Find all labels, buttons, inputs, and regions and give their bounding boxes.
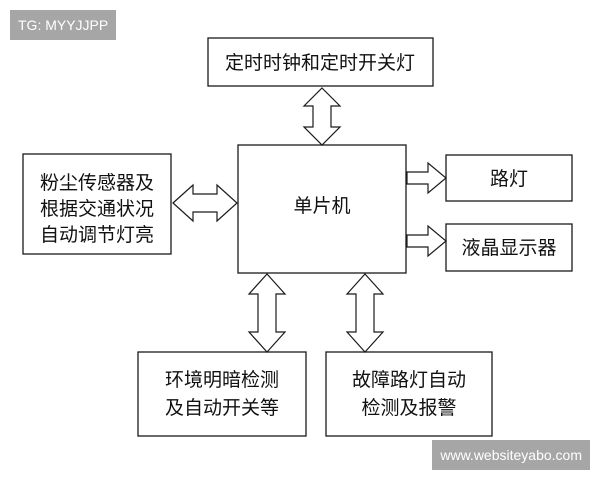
mcu-street-light-arrow	[406, 161, 447, 195]
mcu-box	[237, 144, 407, 274]
dust-sensor-line-1: 粉尘传感器及	[40, 172, 154, 194]
environment-line-1: 环境明暗检测	[165, 369, 279, 391]
lcd-label: 液晶显示器	[461, 237, 556, 259]
environment-line-2: 及自动开关等	[165, 397, 279, 419]
mcu-environment-arrow	[247, 273, 287, 353]
fault-line-2: 检测及报警	[361, 397, 456, 419]
clock-mcu-arrow	[302, 87, 342, 146]
lcd-box	[445, 223, 573, 272]
dust-sensor-box	[22, 153, 172, 255]
fault-line-1: 故障路灯自动	[352, 369, 466, 391]
dust-sensor-line-3: 自动调节灯亮	[40, 224, 154, 246]
dust-mcu-arrow	[172, 183, 238, 223]
clock-label: 定时时钟和定时开关灯	[225, 52, 415, 74]
clock-box	[207, 37, 434, 87]
watermark-top-left: TG: MYYJJPP	[10, 10, 117, 40]
mcu-label: 单片机	[293, 195, 350, 217]
environment-box	[137, 351, 307, 437]
mcu-lcd-arrow	[406, 224, 447, 258]
street-light-label: 路灯	[490, 168, 528, 190]
street-light-box	[445, 154, 573, 202]
watermark-bottom-right: www.websiteyabo.com	[432, 440, 590, 470]
mcu-fault-arrow	[345, 273, 385, 353]
dust-sensor-line-2: 根据交通状况	[40, 198, 154, 220]
fault-box	[325, 351, 493, 437]
